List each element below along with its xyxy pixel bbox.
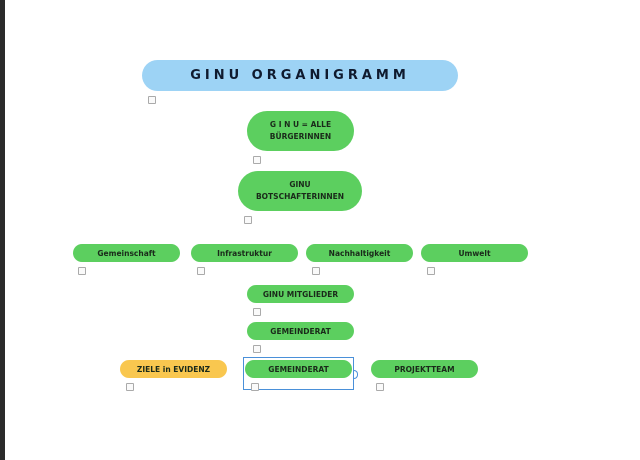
node-infrastruktur[interactable]: Infrastruktur xyxy=(191,244,298,262)
note-icon[interactable] xyxy=(148,96,156,104)
note-icon[interactable] xyxy=(253,345,261,353)
node-gemeinderat-selected[interactable]: GEMEINDERAT xyxy=(245,360,352,378)
note-icon[interactable] xyxy=(253,308,261,316)
node-nachhaltigkeit[interactable]: Nachhaltigkeit xyxy=(306,244,413,262)
node-alle-buergerinnen[interactable]: G I N U = ALLE BÜRGERINNEN xyxy=(247,111,354,151)
node-botschafterinnen[interactable]: GINU BOTSCHAFTERINNEN xyxy=(238,171,362,211)
selection-handle[interactable] xyxy=(353,370,358,379)
node-gemeinschaft[interactable]: Gemeinschaft xyxy=(73,244,180,262)
title-node[interactable]: GINU ORGANIGRAMM xyxy=(142,60,458,91)
node-gemeinderat[interactable]: GEMEINDERAT xyxy=(247,322,354,340)
window-edge xyxy=(0,0,5,460)
note-icon[interactable] xyxy=(253,156,261,164)
node-umwelt[interactable]: Umwelt xyxy=(421,244,528,262)
note-icon[interactable] xyxy=(376,383,384,391)
note-icon[interactable] xyxy=(78,267,86,275)
node-ginu-mitglieder[interactable]: GINU MITGLIEDER xyxy=(247,285,354,303)
note-icon[interactable] xyxy=(312,267,320,275)
note-icon[interactable] xyxy=(427,267,435,275)
note-icon[interactable] xyxy=(126,383,134,391)
node-ziele-in-evidenz[interactable]: ZIELE in EVIDENZ xyxy=(120,360,227,378)
note-icon[interactable] xyxy=(251,383,259,391)
node-projektteam[interactable]: PROJEKTTEAM xyxy=(371,360,478,378)
note-icon[interactable] xyxy=(197,267,205,275)
note-icon[interactable] xyxy=(244,216,252,224)
